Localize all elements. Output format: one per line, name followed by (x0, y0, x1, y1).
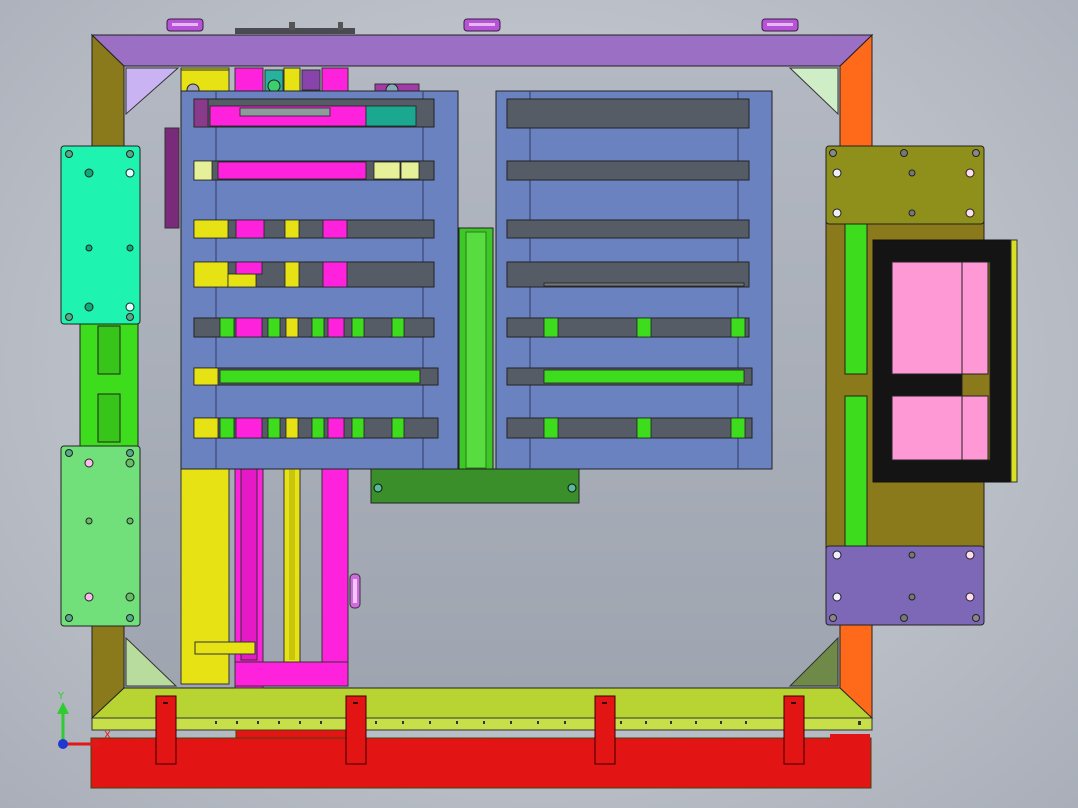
right-plate-purple (825, 545, 985, 626)
corner-gusset-tl (125, 67, 180, 116)
pink-panel-upper (891, 261, 963, 375)
bottom-tooth-strip (91, 717, 873, 731)
base-clamps (155, 695, 805, 765)
corner-gusset-br (788, 636, 839, 687)
frame-bottom-rail (90, 687, 874, 719)
left-slot-contents (193, 98, 421, 439)
triad-x-label: X (104, 730, 111, 741)
left-plate-holes (65, 150, 135, 622)
base-plate-red (90, 737, 872, 789)
right-plate-holes (829, 149, 980, 622)
top-mount-tabs (166, 18, 799, 34)
frame-top-rail (90, 34, 874, 67)
bottom-tooth-marks (215, 721, 861, 725)
left-plate-mint (60, 445, 141, 627)
view-triad (57, 702, 104, 750)
pink-panel-lower (891, 395, 963, 461)
left-plate-cyan (60, 145, 141, 325)
triad-y-label: Y (57, 691, 65, 702)
right-slot-contents (543, 282, 746, 439)
corner-gusset-bl (125, 636, 178, 687)
corner-gusset-tr (788, 67, 839, 116)
right-plate-olive (825, 145, 985, 225)
center-lower-block (370, 468, 580, 504)
